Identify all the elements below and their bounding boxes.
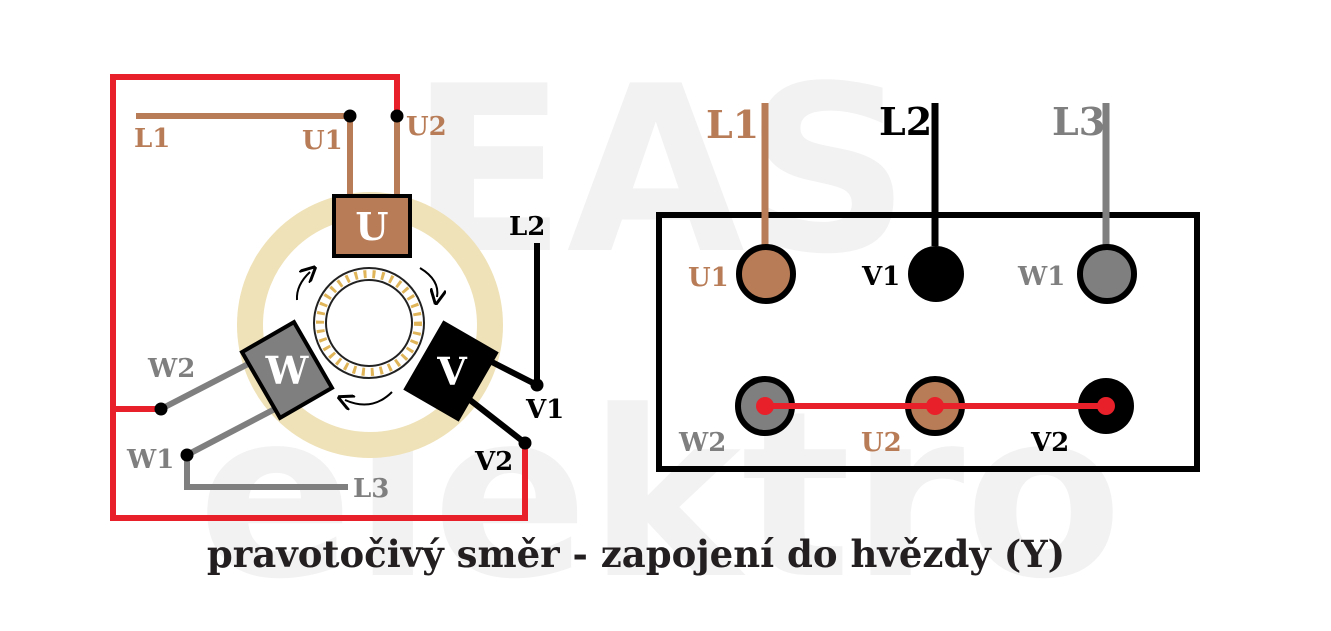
label-v1: V1 [525, 395, 564, 425]
wire-w1-l3 [184, 397, 348, 490]
terminal-box: L1 L2 L3 U1 V1 W1 W2 U2 V2 [656, 99, 1200, 472]
label-w2: W2 [147, 354, 195, 384]
rotation-arrow-top-left [295, 272, 310, 301]
wire-v2 [468, 397, 527, 446]
terminal-box-label-u2: U2 [861, 428, 902, 458]
coil-v [403, 320, 499, 422]
star-bridge-dot-w2 [756, 397, 774, 415]
label-l2: L2 [509, 212, 545, 242]
rotor-inner [325, 279, 413, 367]
diagram-caption: pravotočivý směr - zapojení do hvězdy (Y… [206, 532, 1066, 576]
label-v2: V2 [474, 447, 513, 477]
terminal-w2 [154, 402, 168, 416]
label-l3: L3 [353, 474, 389, 504]
star-bridge-dot-u2 [926, 397, 944, 415]
supply-label-l3: L3 [1052, 99, 1105, 144]
terminal-u1 [343, 109, 357, 123]
terminal-v1 [530, 378, 544, 392]
terminal-u2 [390, 109, 404, 123]
label-l1: L1 [134, 124, 170, 154]
terminal-box-w1 [1077, 244, 1137, 304]
terminal-w1 [180, 448, 194, 462]
wire-w2 [159, 359, 254, 412]
terminal-box-v1 [908, 246, 964, 302]
motor-diagram: U V W L1 U1 U2 L2 V1 V2 W2 W1 L3 [110, 74, 564, 521]
label-u1: U1 [302, 126, 343, 156]
rotation-arrow-bottom [345, 391, 393, 405]
rotation-arrow-top-right [419, 267, 437, 297]
coil-u [332, 194, 412, 258]
coil-w [239, 319, 335, 421]
terminal-box-u1 [736, 244, 796, 304]
terminal-v2 [518, 436, 532, 450]
supply-label-l1: L1 [706, 102, 759, 147]
terminal-box-label-w1: W1 [1017, 262, 1065, 292]
coil-v-label: V [436, 349, 468, 394]
supply-label-l2: L2 [879, 99, 932, 144]
terminal-box-frame [656, 212, 1200, 472]
label-u2: U2 [406, 112, 447, 142]
terminal-box-label-v2: V2 [1030, 428, 1069, 458]
rotor-bearing [316, 270, 422, 376]
terminal-box-label-u1: U1 [688, 263, 729, 293]
coil-u-label: U [355, 204, 388, 249]
label-w1: W1 [126, 445, 174, 475]
coil-w-label: W [265, 348, 310, 393]
terminal-box-label-w2: W2 [678, 428, 726, 458]
terminal-box-label-v1: V1 [861, 262, 900, 292]
star-bridge-wire [110, 74, 528, 521]
star-bridge-dot-v2 [1097, 397, 1115, 415]
